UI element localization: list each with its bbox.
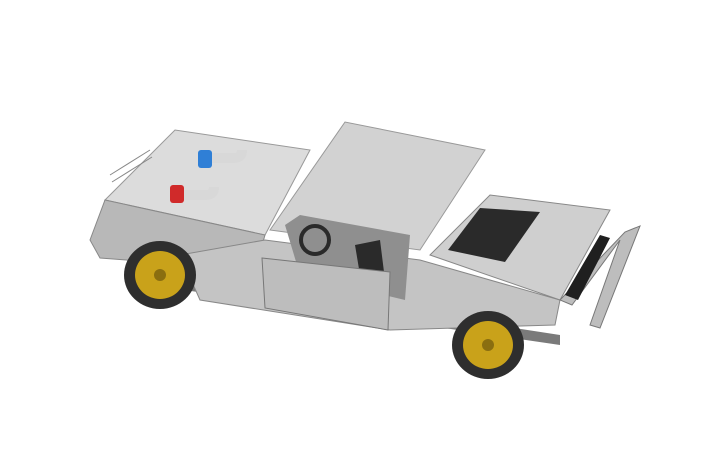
steering-wheel xyxy=(299,224,331,256)
turbo-blue xyxy=(198,149,247,168)
rear-wheel xyxy=(452,311,524,379)
trunk-opening xyxy=(448,208,540,262)
car xyxy=(89,121,641,379)
front-grille xyxy=(109,149,153,183)
front-wheel xyxy=(124,241,196,309)
door xyxy=(261,257,391,331)
wing-plate xyxy=(565,235,610,300)
turbo-red xyxy=(170,185,219,203)
